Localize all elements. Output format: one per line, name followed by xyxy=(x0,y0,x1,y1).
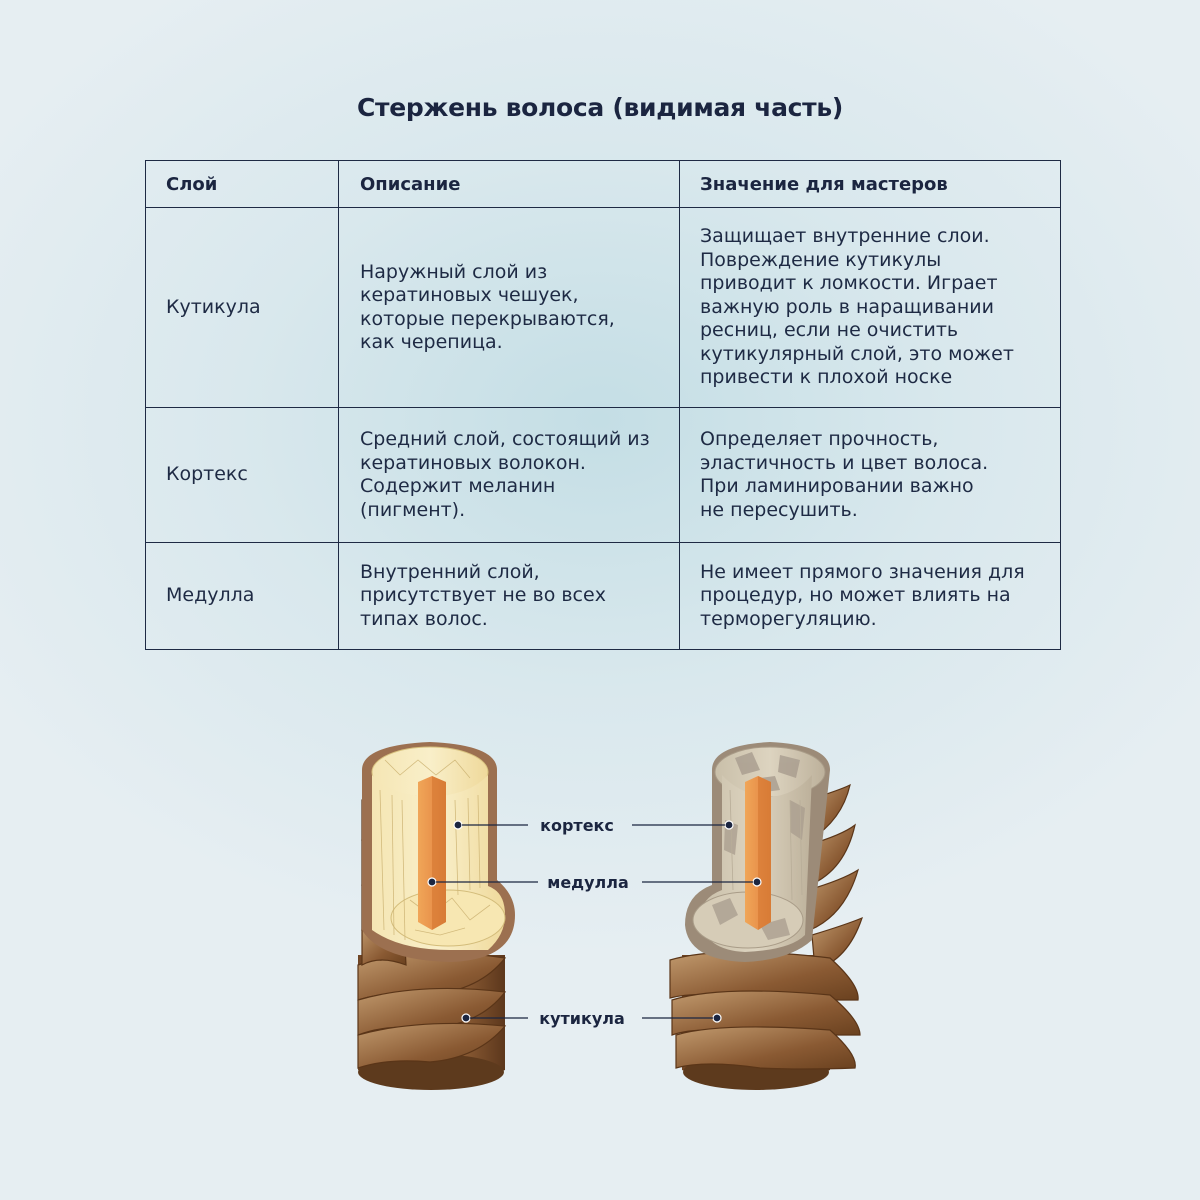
damaged-hair-illustration xyxy=(669,742,863,1090)
cell-layer: Кортекс xyxy=(145,407,339,543)
table-header-row: Слой Описание Значение для мастеров xyxy=(145,160,1061,208)
cell-description: Внутренний слой, присутствует не во всех… xyxy=(360,560,606,630)
header-description: Описание xyxy=(338,160,680,208)
cell-importance: Определяет прочность, эластичность и цве… xyxy=(700,428,989,521)
hair-layers-table: Слой Описание Значение для мастеров Кути… xyxy=(145,160,1061,650)
leader-lines xyxy=(436,824,753,1019)
label-cuticle: кутикула xyxy=(539,1009,625,1028)
cell-importance: Не имеет прямого значения для процедур, … xyxy=(700,560,1025,630)
healthy-hair-illustration xyxy=(357,742,515,1090)
cell-layer: Кутикула xyxy=(145,207,339,408)
table-row: Медулла Внутренний слой, присутствует не… xyxy=(145,542,1061,650)
header-importance: Значение для мастеров xyxy=(679,160,1061,208)
table-row: Кутикула Наружный слой из кератиновых че… xyxy=(145,207,1061,408)
label-medulla: медулла xyxy=(547,873,629,892)
cell-description: Наружный слой из кератиновых чешуек, кот… xyxy=(360,260,615,354)
label-cortex: кортекс xyxy=(540,816,614,835)
cell-description: Средний слой, состоящий из кератиновых в… xyxy=(360,428,650,521)
cell-layer: Медулла xyxy=(145,542,339,650)
cell-importance: Защищает внутренние слои. Повреждение ку… xyxy=(700,225,1014,389)
table-row: Кортекс Средний слой, состоящий из керат… xyxy=(145,407,1061,543)
header-layer: Слой xyxy=(145,160,339,208)
page-title: Стержень волоса (видимая часть) xyxy=(357,93,843,122)
